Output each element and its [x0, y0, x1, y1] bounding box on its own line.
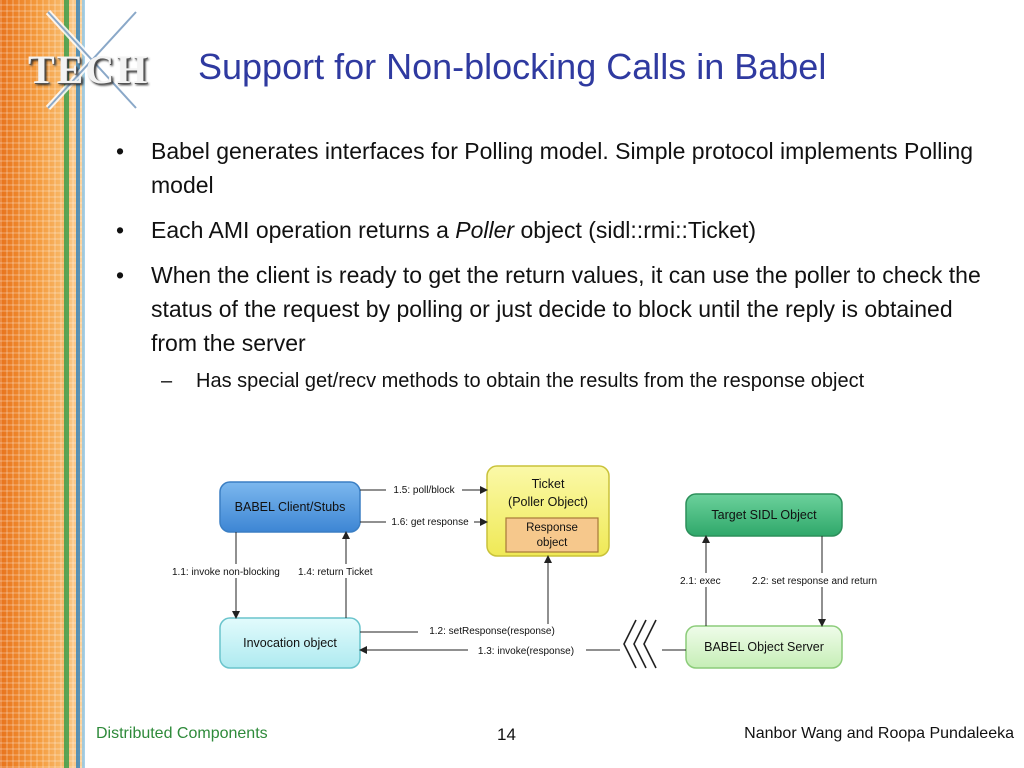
- edge-get-response-label: 1.6: get response: [391, 517, 469, 528]
- bullet-text: Babel generates interfaces for Polling m…: [151, 138, 974, 198]
- logo-text: TECH: [28, 47, 150, 92]
- edge-poll-block: 1.5: poll/block: [360, 484, 488, 496]
- edge-return-ticket-label: 1.4: return Ticket: [298, 567, 373, 578]
- invocation-object-label: Invocation object: [243, 636, 337, 650]
- edge-poll-label: 1.5: poll/block: [393, 485, 455, 496]
- green-stripe: [64, 0, 69, 768]
- bullet-text-start: Each AMI operation returns a: [151, 217, 456, 243]
- bullet-emphasis: Poller: [455, 217, 515, 243]
- edge-set-response-label: 1.2: setResponse(response): [429, 626, 555, 637]
- target-sidl-box: Target SIDL Object: [685, 493, 843, 537]
- footer-authors: Nanbor Wang and Roopa Pundaleeka: [744, 725, 1014, 742]
- edge-invoke-response-label: 1.3: invoke(response): [478, 646, 574, 657]
- target-sidl-label: Target SIDL Object: [711, 508, 817, 522]
- bullet-dot: •: [116, 262, 125, 288]
- invocation-object-box: Invocation object: [219, 617, 361, 669]
- tech-logo: TECH: [8, 8, 176, 112]
- response-object-label: object: [537, 537, 568, 549]
- left-decorative-band: [0, 0, 84, 768]
- footer-page-number: 14: [497, 725, 516, 744]
- object-server-box: BABEL Object Server: [685, 625, 843, 669]
- x-logo-icon: [45, 9, 139, 111]
- bullet-item: • Babel generates interfaces for Polling…: [114, 134, 1004, 202]
- bullet-dot: •: [116, 138, 125, 164]
- edge-exec-label: 2.1: exec: [680, 576, 721, 587]
- sub-bullet-dash: –: [161, 370, 173, 392]
- light-blue-stripe: [82, 0, 85, 768]
- bullet-dot: •: [116, 217, 125, 243]
- bullet-item: • When the client is ready to get the re…: [114, 258, 1004, 360]
- slide-title: Support for Non-blocking Calls in Babel: [198, 46, 827, 87]
- sub-bullet-item: – Has special get/recv methods to obtain…: [114, 365, 1004, 397]
- edge-set-response: 1.2: setResponse(response): [360, 555, 568, 637]
- response-object-box: Response object: [505, 517, 599, 553]
- sub-bullet-text: Has special get/recv methods to obtain t…: [196, 370, 865, 392]
- response-label: Response: [526, 522, 578, 534]
- bullet-list: • Babel generates interfaces for Polling…: [114, 134, 1004, 397]
- bullet-text-end: object (sidl::rmi::Ticket): [514, 217, 757, 243]
- client-stubs-box: BABEL Client/Stubs: [219, 481, 361, 533]
- bullet-text: When the client is ready to get the retu…: [151, 262, 981, 356]
- edge-invoke-nb-label: 1.1: invoke non-blocking: [172, 567, 280, 578]
- ticket-box: Ticket (Poller Object) Response object: [486, 465, 610, 557]
- server-labels-backdrop: [676, 573, 880, 587]
- poller-object-label: (Poller Object): [508, 495, 588, 509]
- object-server-label: BABEL Object Server: [704, 640, 824, 654]
- client-stubs-label: BABEL Client/Stubs: [235, 500, 346, 514]
- network-break-icon: [620, 616, 662, 672]
- architecture-diagram: BABEL Client/Stubs Invocation object Tic…: [168, 465, 880, 672]
- blue-stripe: [76, 0, 80, 768]
- bullet-item: • Each AMI operation returns a Poller ob…: [114, 213, 1004, 247]
- edge-get-response: 1.6: get response: [360, 516, 488, 528]
- ticket-label: Ticket: [532, 477, 565, 491]
- vertical-labels-backdrop: [168, 564, 398, 578]
- footer-course: Distributed Components: [96, 725, 268, 742]
- edge-set-return-label: 2.2: set response and return: [752, 576, 877, 587]
